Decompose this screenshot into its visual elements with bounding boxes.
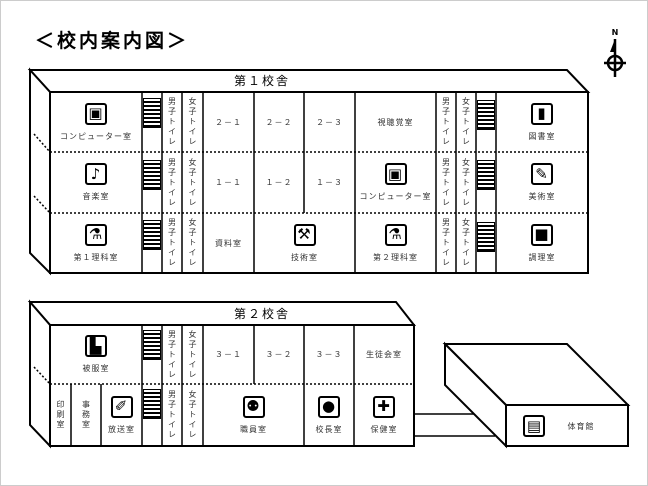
room-art[interactable]: ✎美術室 xyxy=(528,163,556,201)
boys-toilet[interactable]: 男子トイレ xyxy=(167,97,177,147)
room-science-2[interactable]: ⚗第２理科室 xyxy=(373,223,418,262)
building2-name: 第２校舎 xyxy=(234,307,291,321)
stairs-icon xyxy=(477,160,495,190)
vaulting-box-icon: ▤ xyxy=(523,415,545,437)
sewing-machine-icon: ▙ xyxy=(85,335,107,357)
gymnasium-label[interactable]: 体育館 xyxy=(567,421,595,431)
north-compass-icon: N xyxy=(604,28,626,78)
stairs-icon xyxy=(477,100,495,130)
room-nurse[interactable]: ✚保健室 xyxy=(370,395,398,434)
boys-toilet[interactable]: 男子トイレ xyxy=(167,390,177,440)
stairs-icon xyxy=(477,222,495,252)
classroom-3-3[interactable]: ３－３ xyxy=(315,350,343,359)
people-icon: ⚉ xyxy=(242,395,265,418)
girls-toilet[interactable]: 女子トイレ xyxy=(188,390,197,440)
flask-icon: ⚗ xyxy=(85,223,107,246)
first-aid-icon: ✚ xyxy=(373,395,395,418)
stairs-icon xyxy=(143,98,161,128)
classroom-2-3[interactable]: ２－３ xyxy=(316,117,343,127)
room-sewing[interactable]: ▙被服室 xyxy=(82,335,110,373)
room-cooking[interactable]: ■調理室 xyxy=(528,223,556,262)
boys-toilet[interactable]: 男子トイレ xyxy=(441,218,451,268)
girls-toilet[interactable]: 女子トイレ xyxy=(461,218,471,268)
computer-icon: ▣ xyxy=(384,163,407,185)
building1-name: 第１校舎 xyxy=(234,74,291,88)
stairs-icon xyxy=(143,220,161,250)
room-staff[interactable]: ⚉職員室 xyxy=(240,395,267,434)
room-office[interactable]: 事務室 xyxy=(81,400,91,430)
boys-toilet[interactable]: 男子トイレ xyxy=(167,218,177,268)
room-library[interactable]: ▮図書室 xyxy=(528,102,556,141)
room-technology[interactable]: ⚒技術室 xyxy=(291,223,318,262)
stairs-icon xyxy=(143,330,161,360)
microphone-icon: ✐ xyxy=(110,395,133,418)
room-music[interactable]: ♪音楽室 xyxy=(82,163,110,201)
room-science-1[interactable]: ⚗第１理科室 xyxy=(73,223,119,262)
room-student-council[interactable]: 生徒会室 xyxy=(366,350,402,359)
classroom-2-1[interactable]: ２－１ xyxy=(215,117,242,127)
boys-toilet[interactable]: 男子トイレ xyxy=(441,157,451,208)
room-printing[interactable]: 印刷室 xyxy=(56,400,65,430)
classroom-1-3[interactable]: １－３ xyxy=(316,178,343,187)
room-audiovisual[interactable]: 視聴覚室 xyxy=(377,117,414,127)
classroom-1-2[interactable]: １－２ xyxy=(265,178,293,187)
computer-icon: ▣ xyxy=(85,102,107,125)
stairs-icon xyxy=(143,160,161,190)
boys-toilet[interactable]: 男子トイレ xyxy=(167,157,177,208)
hammer-icon: ⚒ xyxy=(293,223,316,246)
girls-toilet[interactable]: 女子トイレ xyxy=(188,157,197,208)
classroom-3-1[interactable]: ３－１ xyxy=(215,350,242,359)
room-principal[interactable]: ●校長室 xyxy=(315,395,343,434)
room-materials[interactable]: 資料室 xyxy=(215,238,242,248)
music-note-icon: ♪ xyxy=(85,163,107,185)
room-computer-2[interactable]: ▣コンピューター室 xyxy=(359,163,432,201)
classroom-2-2[interactable]: ２－２ xyxy=(265,117,293,127)
compass-north-label: N xyxy=(611,28,619,37)
flask-icon: ⚗ xyxy=(384,223,407,246)
palette-icon: ✎ xyxy=(531,163,553,185)
classroom-1-1[interactable]: １－１ xyxy=(215,178,242,187)
room-computer-1[interactable]: ▣コンピューター室 xyxy=(60,102,132,141)
person-icon: ● xyxy=(318,395,340,418)
stairs-icon xyxy=(143,389,161,419)
pot-icon: ■ xyxy=(531,223,553,246)
boys-toilet[interactable]: 男子トイレ xyxy=(441,97,451,147)
book-icon: ▮ xyxy=(531,102,553,125)
girls-toilet[interactable]: 女子トイレ xyxy=(188,329,197,380)
girls-toilet[interactable]: 女子トイレ xyxy=(188,218,197,268)
girls-toilet[interactable]: 女子トイレ xyxy=(461,157,471,208)
boys-toilet[interactable]: 男子トイレ xyxy=(167,329,177,380)
girls-toilet[interactable]: 女子トイレ xyxy=(188,97,197,147)
room-broadcast[interactable]: ✐放送室 xyxy=(108,395,135,434)
page-title: ＜校内案内図＞ xyxy=(35,30,190,52)
classroom-3-2[interactable]: ３－２ xyxy=(265,350,293,359)
girls-toilet[interactable]: 女子トイレ xyxy=(461,97,471,147)
